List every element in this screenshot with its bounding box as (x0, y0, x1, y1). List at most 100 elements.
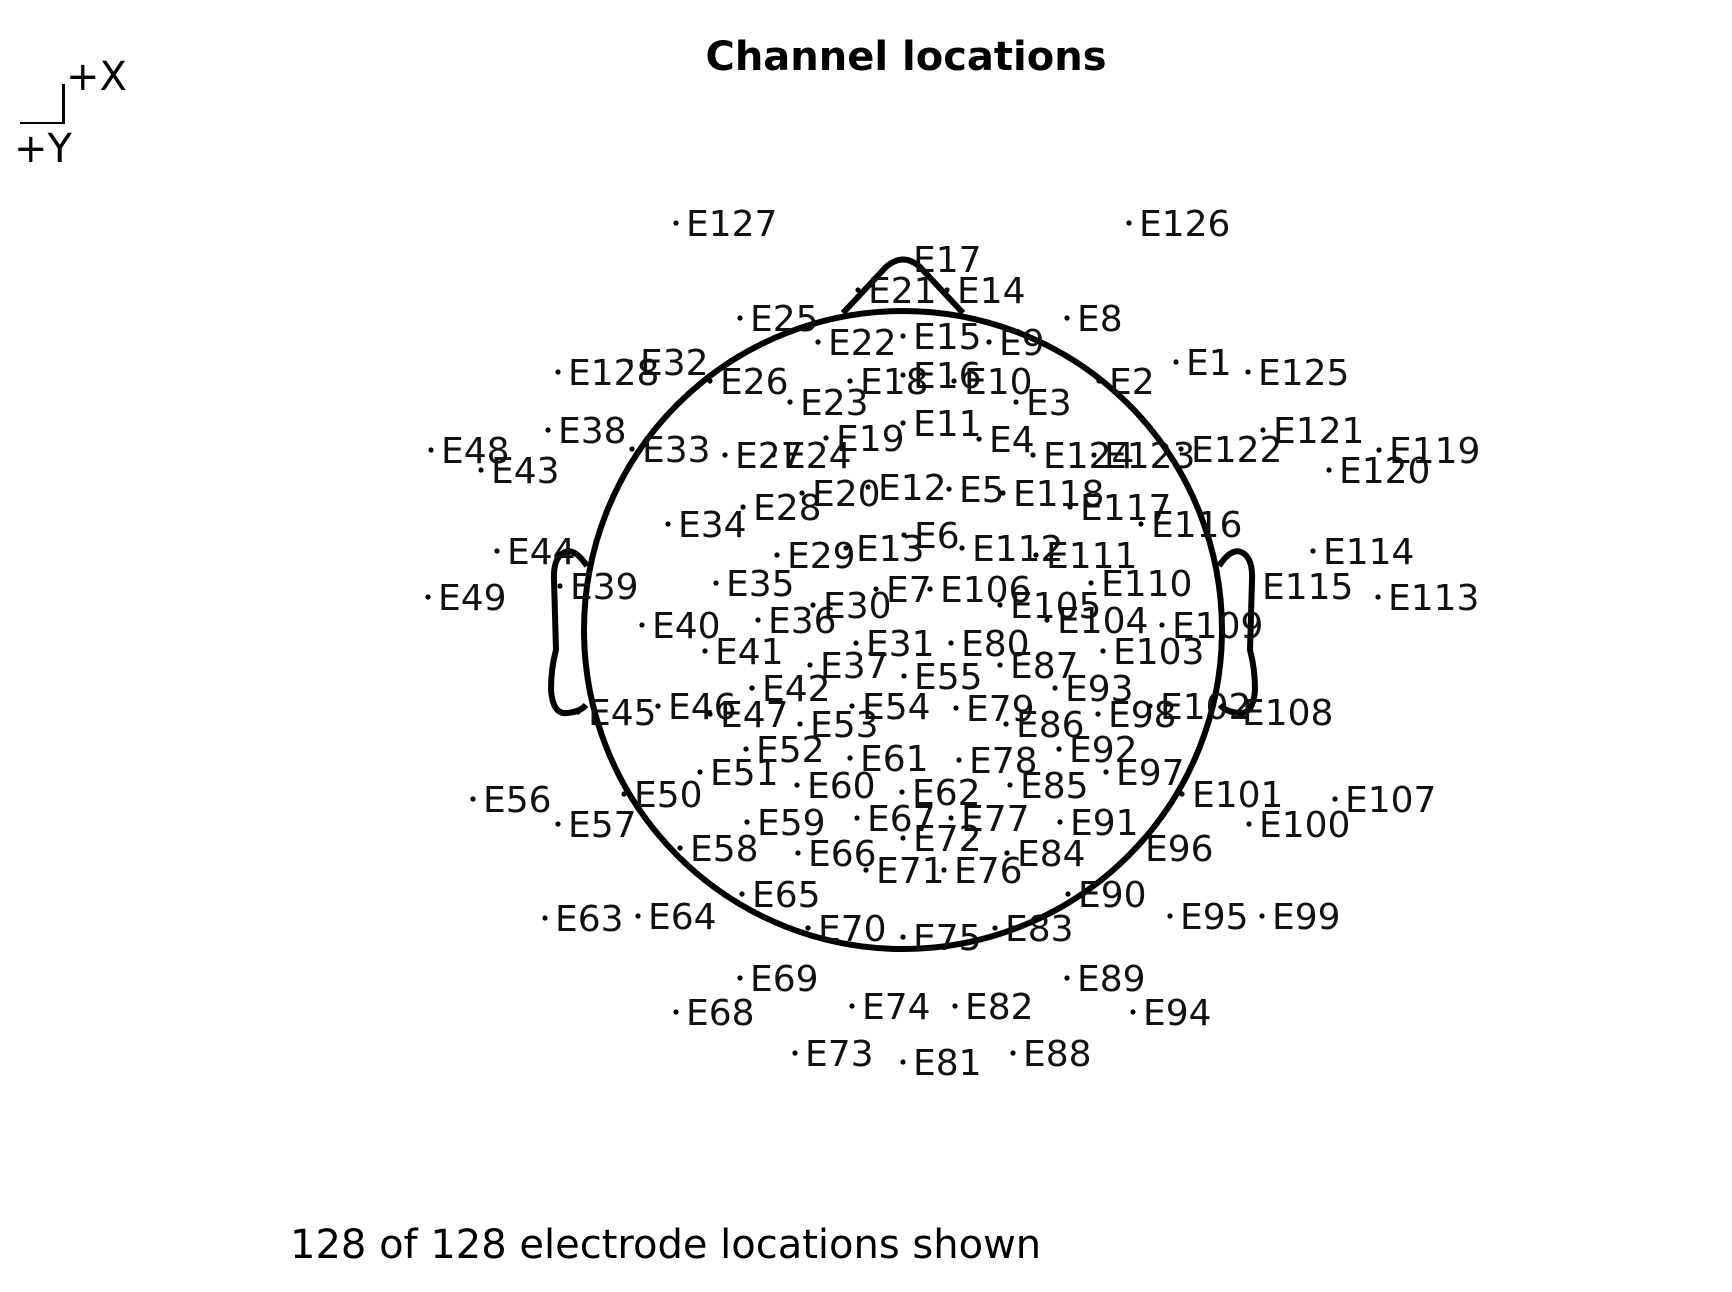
electrode-e111: E111 (1033, 536, 1137, 577)
electrode-dot (770, 452, 776, 458)
electrode-dot (1167, 913, 1173, 919)
electrode-dot (1100, 648, 1106, 654)
electrode-e94: E94 (1130, 993, 1212, 1034)
electrode-label: E115 (1262, 567, 1353, 608)
electrode-dot (755, 617, 761, 623)
electrode-e39: E39 (557, 567, 639, 608)
electrode-label: E41 (715, 632, 784, 673)
electrode-e21: E21 (855, 271, 937, 312)
electrode-dot (787, 399, 793, 405)
electrode-label: E3 (1026, 383, 1072, 424)
electrode-e64: E64 (635, 897, 717, 938)
electrode-label: E17 (913, 240, 982, 281)
electrode-e105: E105 (997, 586, 1101, 627)
electrode-dot (815, 339, 821, 345)
electrode-label: E64 (648, 897, 717, 938)
electrode-label: E126 (1139, 204, 1230, 245)
electrode-label: E15 (913, 317, 982, 358)
electrode-label: E101 (1192, 775, 1283, 816)
electrode-dot (900, 333, 906, 339)
electrode-e24: E24 (770, 436, 852, 477)
electrode-e93: E93 (1052, 669, 1134, 710)
left-ear-outline (548, 548, 590, 717)
electrode-e84: E84 (1004, 834, 1086, 875)
electrode-dot (673, 220, 679, 226)
electrode-label: E40 (652, 606, 721, 647)
electrode-dot (1056, 746, 1062, 752)
electrode-label: E44 (507, 532, 576, 573)
electrode-e57: E57 (555, 805, 637, 846)
electrode-label: E37 (820, 646, 889, 687)
electrode-e103: E103 (1100, 632, 1204, 673)
electrode-label: E109 (1172, 606, 1263, 647)
electrode-e48: E48 (428, 431, 510, 472)
electrode-dot (575, 709, 581, 715)
electrode-dot (1246, 821, 1252, 827)
electrode-dot (722, 452, 728, 458)
electrode-dot (823, 435, 829, 441)
electrode-dot (743, 746, 749, 752)
electrode-dot (1003, 721, 1009, 727)
electrode-dot (1033, 552, 1039, 558)
electrode-e108: E108 (1229, 693, 1333, 734)
electrode-dot (865, 484, 871, 490)
electrode-e51: E51 (697, 753, 779, 794)
electrode-e50: E50 (621, 775, 703, 816)
electrode-label: E76 (954, 851, 1023, 892)
electrode-label: E26 (720, 362, 789, 403)
electrode-dot (713, 580, 719, 586)
electrode-label: E25 (750, 299, 819, 340)
electrode-dot (425, 594, 431, 600)
electrode-dot (1064, 975, 1070, 981)
electrode-label: E69 (750, 959, 819, 1000)
electrode-e35: E35 (713, 564, 795, 605)
electrode-dot (1179, 791, 1185, 797)
electrode-label: E39 (570, 567, 639, 608)
electrode-label: E4 (989, 420, 1035, 461)
electrode-dot (847, 755, 853, 761)
electrode-dot (1259, 913, 1265, 919)
electrode-e65: E65 (739, 875, 821, 916)
electrode-label: E114 (1323, 532, 1414, 573)
electrode-dot (478, 467, 484, 473)
electrode-e75: E75 (900, 918, 982, 959)
electrode-label: E14 (957, 271, 1026, 312)
electrode-e104: E104 (1044, 601, 1148, 642)
electrode-label: E62 (912, 773, 981, 814)
electrode-label: E90 (1078, 875, 1147, 916)
electrode-e32: E32 (627, 343, 709, 384)
electrode-label: E45 (588, 693, 657, 734)
electrode-e123: E123 (1091, 436, 1195, 477)
electrode-label: E43 (491, 451, 560, 492)
electrode-label: E32 (640, 343, 709, 384)
electrode-e80: E80 (948, 624, 1030, 665)
electrode-e128: E128 (555, 353, 659, 394)
electrode-e88: E88 (1010, 1034, 1092, 1075)
electrode-label: E119 (1389, 431, 1480, 472)
x-axis-direction-label: +X (66, 54, 127, 100)
electrode-label: E110 (1101, 564, 1192, 605)
electrode-e68: E68 (673, 993, 755, 1034)
electrode-dot (1375, 594, 1381, 600)
electrode-label: E71 (876, 851, 945, 892)
electrode-label: E107 (1345, 780, 1436, 821)
electrode-dot (901, 532, 907, 538)
electrode-e113: E113 (1375, 578, 1479, 619)
electrode-dot (1013, 399, 1019, 405)
electrode-e122: E122 (1178, 430, 1282, 471)
electrode-label: E97 (1116, 753, 1185, 794)
electrode-label: E92 (1069, 730, 1138, 771)
electrode-label: E10 (964, 362, 1033, 403)
electrode-label: E21 (868, 271, 937, 312)
electrode-dot (948, 640, 954, 646)
electrode-label: E80 (961, 624, 1030, 665)
electrode-label: E99 (1272, 897, 1341, 938)
electrode-label: E68 (686, 993, 755, 1034)
electrode-label: E113 (1388, 578, 1479, 619)
electrode-dot (1326, 467, 1332, 473)
electrode-dot (428, 447, 434, 453)
electrode-label: E106 (940, 570, 1031, 611)
electrode-label: E38 (558, 411, 627, 452)
electrode-dot (774, 552, 780, 558)
